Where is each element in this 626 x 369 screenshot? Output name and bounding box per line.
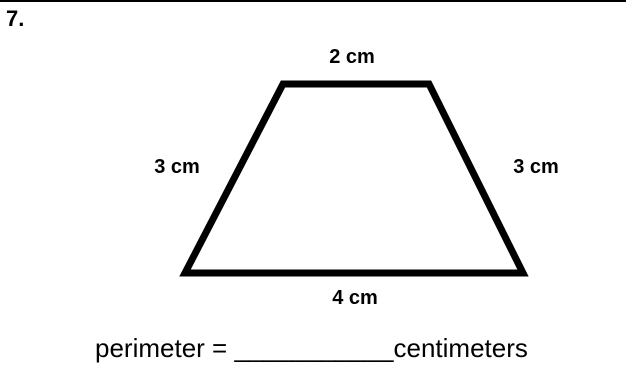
answer-line: perimeter = ___________centimeters: [95, 335, 528, 361]
top-rule: [0, 0, 626, 2]
left-side-label: 3 cm: [154, 156, 200, 178]
unit-label: centimeters: [393, 333, 528, 363]
answer-blank[interactable]: ___________: [234, 333, 394, 363]
bottom-side-label: 4 cm: [332, 287, 378, 309]
trapezoid-shape: [179, 80, 529, 277]
perimeter-prompt: perimeter =: [95, 333, 235, 363]
problem-number: 7.: [6, 6, 25, 31]
top-side-label: 2 cm: [329, 46, 375, 68]
right-side-label: 3 cm: [513, 156, 559, 178]
